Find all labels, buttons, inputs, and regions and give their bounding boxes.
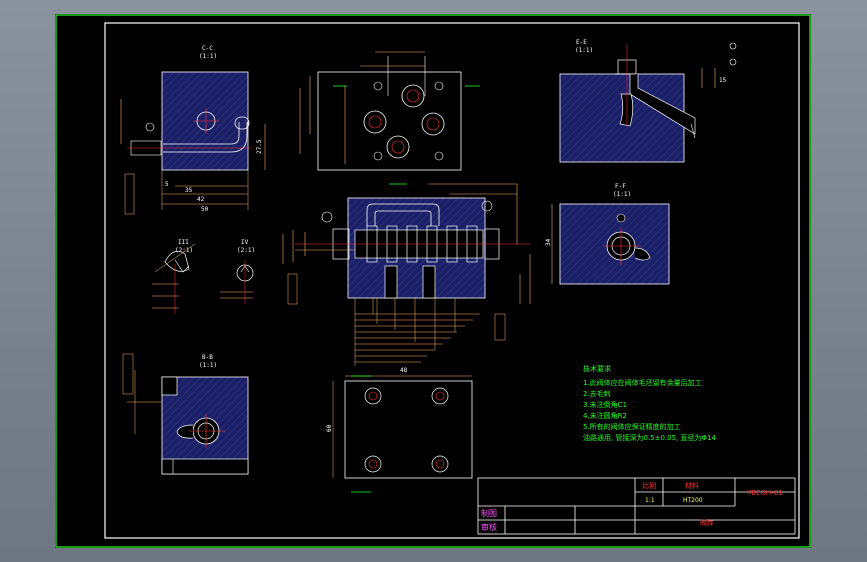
dim-34: 34 xyxy=(545,238,552,246)
dim-27: 27.5 xyxy=(256,139,263,154)
tech-req-line-1: 1.此阀体应在阀体毛坯留有余量后加工 xyxy=(583,378,702,387)
view-b-b[interactable] xyxy=(122,353,249,475)
dim-60: 60 xyxy=(326,424,333,432)
dimension-ladder xyxy=(354,298,480,366)
dim-48: 48 xyxy=(400,367,408,374)
material-value: HT200 xyxy=(683,497,703,504)
scale-value: 1:1 xyxy=(645,497,655,504)
scale-e-e: (1:1) xyxy=(575,47,593,54)
view-c-c[interactable] xyxy=(120,71,266,215)
label-iii: III xyxy=(178,239,189,246)
label-iv: IV xyxy=(241,239,249,246)
detail-iii[interactable] xyxy=(152,243,196,314)
tech-req-line-5: 5.所有的阀体应保证精度的加工 xyxy=(583,422,681,431)
drawing-canvas[interactable]: C-C (1:1) 50 42 35 5 27.5 xyxy=(55,14,811,548)
label-e-e: E-E xyxy=(576,39,587,46)
scale-c-c: (1:1) xyxy=(199,53,217,60)
scale-b-b: (1:1) xyxy=(199,362,217,369)
view-main-section[interactable] xyxy=(282,183,531,341)
part-name: 阀体 xyxy=(700,518,714,527)
dim-15: 15 xyxy=(719,77,727,84)
tech-req-line-2: 2.去毛刺 xyxy=(583,389,611,398)
label-b-b: B-B xyxy=(202,354,213,361)
tech-req-line-3: 3.未注倒角C1 xyxy=(583,400,627,409)
detail-iv[interactable] xyxy=(220,260,254,304)
label-c-c: C-C xyxy=(202,45,213,52)
dim-35: 35 xyxy=(185,187,193,194)
view-bottom-plan[interactable] xyxy=(332,375,473,493)
check-label: 审核 xyxy=(481,522,497,532)
tech-requirements: 技术要求 1.此阀体应在阀体毛坯留有余量后加工 2.去毛刺 3.未注倒角C1 4… xyxy=(583,364,716,442)
view-top-plan[interactable] xyxy=(299,51,480,171)
tech-req-line-6: 油路通用, 管接深为0.5±0.05, 直径为Φ14 xyxy=(583,433,716,442)
view-e-e[interactable] xyxy=(559,42,737,163)
tech-req-title: 技术要求 xyxy=(583,364,611,373)
tech-req-line-4: 4.未注圆角R2 xyxy=(583,411,627,420)
label-f-f: F-F xyxy=(615,183,626,190)
scale-label: 比例 xyxy=(642,481,656,490)
scale-iv: (2:1) xyxy=(237,247,255,254)
drawn-label: 制图 xyxy=(481,508,497,518)
dim-50: 50 xyxy=(201,206,209,213)
drawing-number: YBEGH-01 xyxy=(746,489,783,497)
scale-f-f: (1:1) xyxy=(613,191,631,198)
outer-border xyxy=(55,14,811,548)
dim-42: 42 xyxy=(197,196,205,203)
dim-5: 5 xyxy=(165,181,169,188)
inner-frame xyxy=(104,22,800,539)
title-block xyxy=(477,477,796,535)
view-f-f[interactable] xyxy=(551,203,670,285)
material-label: 材料 xyxy=(685,481,699,490)
drawing-svg: C-C (1:1) 50 42 35 5 27.5 xyxy=(55,14,811,548)
scale-iii: (2:1) xyxy=(175,247,193,254)
